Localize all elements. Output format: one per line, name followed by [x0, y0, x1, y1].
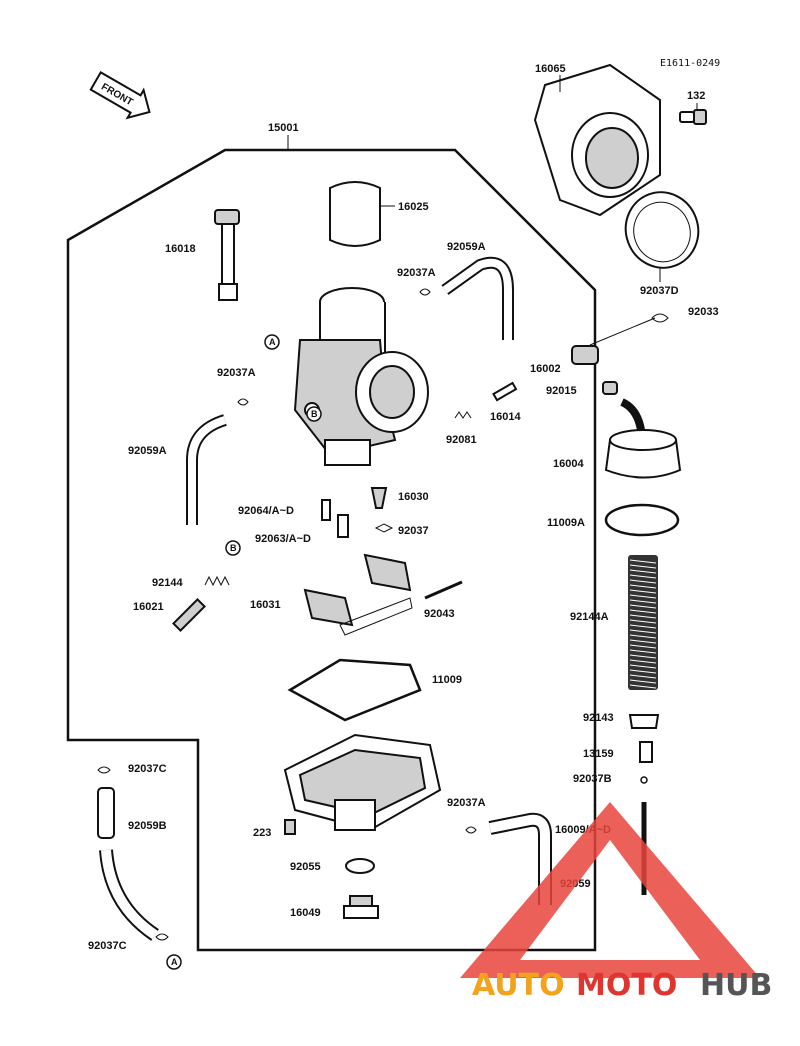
nut-16002: [571, 345, 599, 365]
label-11009: 11009: [432, 674, 462, 686]
spring-92081: [454, 411, 472, 419]
assembly-frame: [66, 148, 597, 952]
svg-text:A: A: [269, 337, 276, 347]
adjuster-16018: [214, 209, 240, 301]
tube-92059B: [97, 787, 115, 839]
cap-92143: [628, 714, 660, 729]
label-92143: 92143: [583, 712, 614, 724]
label-223: 223: [253, 827, 271, 839]
tube-92059A-left: [186, 414, 227, 525]
svg-text:HUB: HUB: [700, 968, 772, 1003]
label-16049: 16049: [290, 907, 321, 919]
label-132: 132: [687, 90, 705, 102]
label-16025: 16025: [398, 201, 429, 213]
pin-92043: [424, 580, 463, 600]
clip-92037A-top: [419, 288, 431, 296]
clip-92033: [651, 313, 669, 323]
bolt-132: [679, 103, 707, 125]
jet-92064: [321, 499, 331, 521]
gasket-11009: [287, 658, 422, 722]
label-92055: 92055: [290, 861, 321, 873]
clip-92037B: [640, 776, 648, 784]
label-92059A-left: 92059A: [128, 445, 167, 457]
cap-16025: [329, 181, 381, 247]
tube-92059A-top: [441, 256, 514, 340]
carburetor-body: [293, 287, 429, 466]
label-92037B: 92037B: [573, 773, 612, 785]
label-16021: 16021: [133, 601, 164, 613]
spring-92144: [204, 575, 230, 587]
label-92081: 92081: [446, 434, 477, 446]
label-92059A-top: 92059A: [447, 241, 486, 253]
marker-a-upper: A: [264, 334, 280, 350]
svg-text:MOTO: MOTO: [576, 968, 677, 1003]
label-16065: 16065: [535, 63, 566, 75]
label-13159: 13159: [583, 748, 614, 760]
label-92037A-left: 92037A: [217, 367, 256, 379]
marker-b-body: B: [306, 406, 322, 422]
float-bowl: [283, 733, 442, 832]
diagram-code: E1611-0249: [660, 58, 720, 69]
marker-b-left: B: [225, 540, 241, 556]
oring-11009A: [604, 503, 680, 537]
clip-92037C-bottom: [155, 933, 169, 941]
label-92037A-bottom: 92037A: [447, 797, 486, 809]
screw-16021: [172, 598, 206, 632]
spring-92144A: [628, 555, 658, 690]
front-arrow: FRONT: [89, 70, 151, 120]
label-92037A-top: 92037A: [397, 267, 436, 279]
svg-text:AUTO: AUTO: [472, 968, 565, 1003]
label-92037C-bottom: 92037C: [88, 940, 127, 952]
svg-text:B: B: [230, 543, 237, 553]
label-92037D: 92037D: [640, 285, 679, 297]
intake-holder-16065: [533, 63, 661, 217]
label-92144A: 92144A: [570, 611, 609, 623]
label-92043: 92043: [424, 608, 455, 620]
marker-a-lower: A: [166, 954, 182, 970]
label-11009A: 11009A: [547, 517, 585, 529]
label-16004: 16004: [553, 458, 584, 470]
label-16030: 16030: [398, 491, 429, 503]
clamp-92037D: [624, 191, 700, 282]
label-92064: 92064/A~D: [238, 505, 294, 517]
screw-223: [284, 819, 296, 835]
nut-92015: [602, 381, 618, 395]
watermark-logo: AUTO MOTO HUB: [460, 802, 772, 1003]
jet-16030: [370, 487, 388, 509]
label-92033: 92033: [688, 306, 719, 318]
label-16014: 16014: [490, 411, 521, 423]
label-92037C-top: 92037C: [128, 763, 167, 775]
label-92059B: 92059B: [128, 820, 167, 832]
clip-92037C-top: [97, 766, 111, 774]
fitting-13159: [639, 741, 653, 763]
label-16018: 16018: [165, 243, 196, 255]
label-16002: 16002: [530, 363, 561, 375]
clip-92037A-left: [237, 398, 249, 406]
oring-92055: [345, 858, 375, 874]
svg-text:A: A: [171, 957, 178, 967]
clip-92037: [374, 523, 394, 533]
float-16031: [303, 553, 413, 636]
label-92063: 92063/A~D: [255, 533, 311, 545]
cap-16004: [604, 398, 682, 479]
label-16031: 16031: [250, 599, 281, 611]
plug-16049: [343, 895, 379, 919]
screw-16014: [492, 381, 518, 402]
label-15001: 15001: [268, 122, 299, 134]
clip-92037A-bottom: [465, 826, 477, 834]
svg-text:B: B: [311, 409, 318, 419]
jet-92063: [337, 514, 349, 538]
label-92144: 92144: [152, 577, 183, 589]
label-92037: 92037: [398, 525, 429, 537]
label-92015: 92015: [546, 385, 577, 397]
